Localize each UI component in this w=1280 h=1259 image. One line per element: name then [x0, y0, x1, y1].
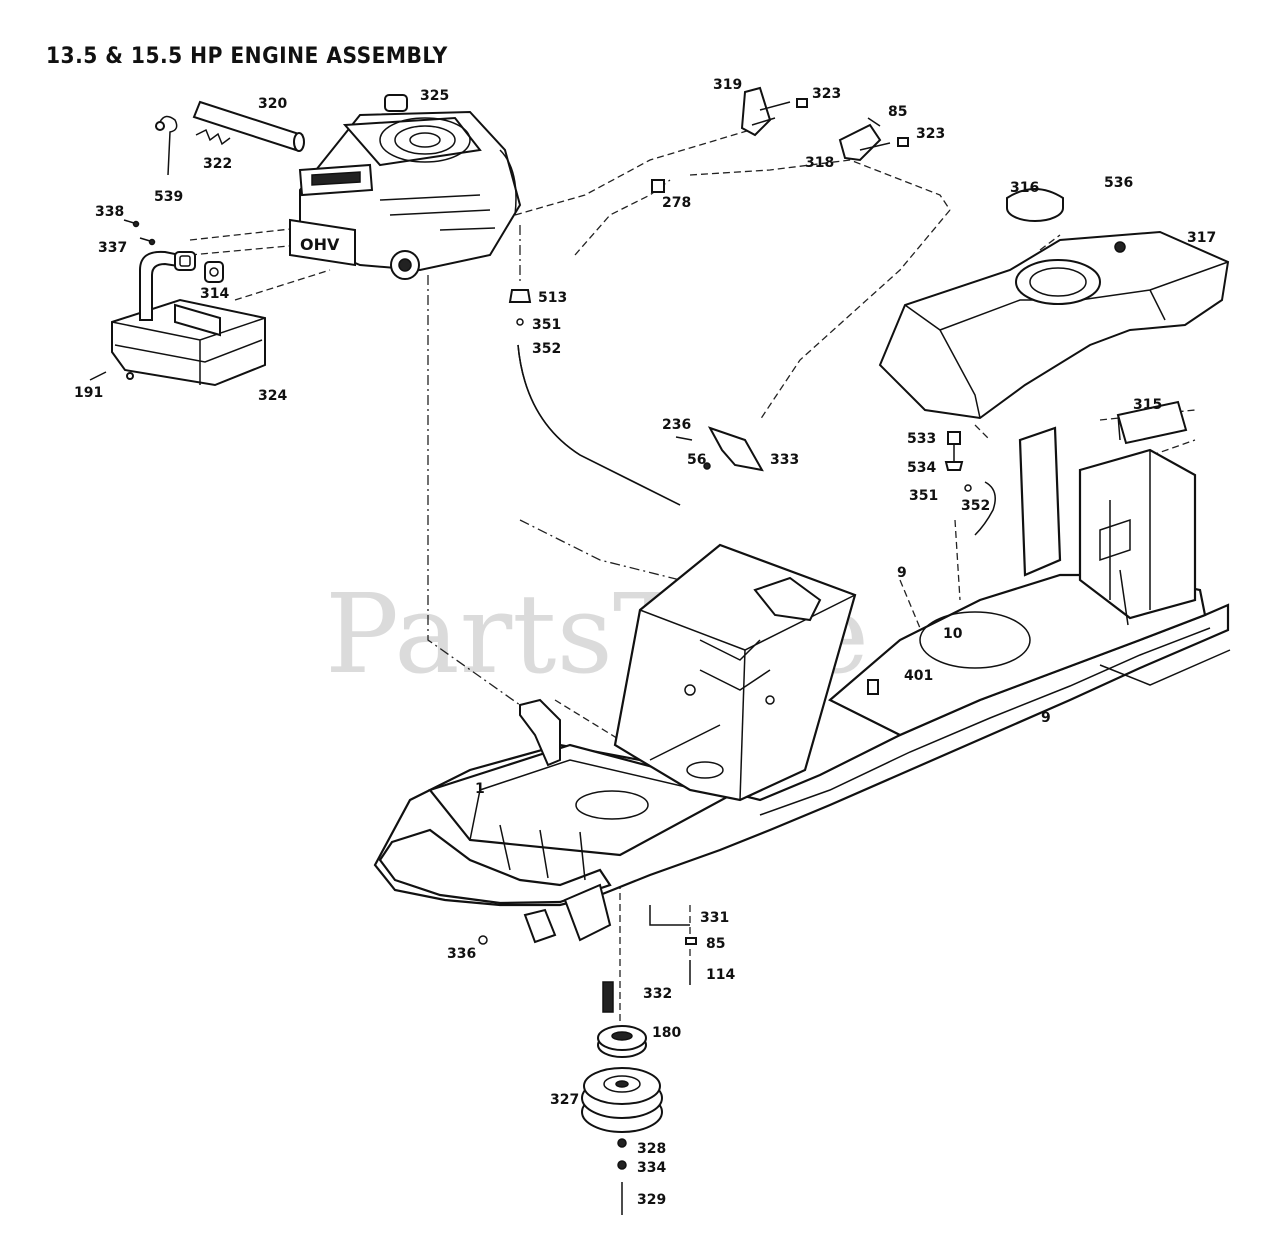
callout-323a: 323	[812, 86, 841, 102]
nut-323b	[897, 137, 909, 147]
callout-191: 191	[74, 385, 103, 401]
diagram-title: 13.5 & 15.5 HP ENGINE ASSEMBLY	[46, 44, 448, 69]
leader-lines	[189, 129, 1196, 1025]
bracket-319	[740, 86, 791, 137]
callout-352a: 352	[532, 341, 561, 357]
callout-328: 328	[637, 1141, 666, 1157]
callout-333: 333	[770, 452, 799, 468]
callout-85b: 85	[706, 936, 725, 952]
callout-336: 336	[447, 946, 476, 962]
filter-513	[508, 289, 532, 326]
muffler-324	[111, 250, 266, 387]
gasket-314	[174, 251, 224, 283]
washer-85b	[685, 937, 697, 945]
nut-56	[703, 462, 711, 470]
callout-331: 331	[700, 910, 729, 926]
pad-315	[1116, 400, 1188, 445]
callout-351a: 351	[532, 317, 561, 333]
pulley-180	[597, 1025, 647, 1058]
callout-533: 533	[907, 431, 936, 447]
callout-327: 327	[550, 1092, 579, 1108]
callout-318: 318	[805, 155, 834, 171]
bolt-85a	[867, 117, 881, 127]
fuel-tank-317	[878, 230, 1230, 420]
engine-ohv-label: OHV	[300, 235, 340, 254]
callout-513: 513	[538, 290, 567, 306]
clip-539	[155, 115, 178, 176]
callout-323b: 323	[916, 126, 945, 142]
screw-236	[675, 436, 693, 441]
callout-9b: 9	[1041, 710, 1051, 726]
engine-325: OHV	[289, 94, 522, 280]
callout-314: 314	[200, 286, 229, 302]
bolt-336	[478, 935, 488, 945]
spring-322	[195, 128, 231, 146]
callout-351b: 351	[909, 488, 938, 504]
bracket-331	[649, 905, 690, 926]
callout-316: 316	[1010, 180, 1039, 196]
callout-401: 401	[904, 668, 933, 684]
callout-322: 322	[203, 156, 232, 172]
washer-328	[617, 1138, 627, 1148]
nut-323a	[796, 98, 808, 108]
callout-1: 1	[475, 781, 485, 797]
callout-324: 324	[258, 388, 287, 404]
fuel-cap-316	[1006, 188, 1064, 222]
callout-536: 536	[1104, 175, 1133, 191]
callout-56: 56	[687, 452, 706, 468]
key-332	[602, 981, 614, 1013]
callout-329: 329	[637, 1192, 666, 1208]
callout-320: 320	[258, 96, 287, 112]
bolt-338-337	[123, 219, 156, 246]
tube-320	[192, 100, 305, 152]
callout-352b: 352	[961, 498, 990, 514]
callout-236: 236	[662, 417, 691, 433]
callout-337: 337	[98, 240, 127, 256]
callout-534: 534	[907, 460, 936, 476]
callout-278: 278	[662, 195, 691, 211]
callout-325: 325	[420, 88, 449, 104]
callout-114: 114	[706, 967, 735, 983]
clip-278	[651, 179, 665, 193]
screw-191	[89, 371, 107, 381]
frame-1	[373, 426, 1231, 944]
bracket-333	[707, 426, 764, 472]
callout-332: 332	[643, 986, 672, 1002]
callout-10: 10	[943, 626, 963, 642]
washer-334	[617, 1160, 627, 1170]
callout-9a: 9	[897, 565, 907, 581]
callout-334: 334	[637, 1160, 666, 1176]
callout-319: 319	[713, 77, 742, 93]
fuel-line-352a-inner	[517, 344, 681, 506]
bracket-318	[838, 123, 891, 162]
valve-533-534	[944, 431, 972, 492]
callout-85a: 85	[888, 104, 907, 120]
callout-317: 317	[1187, 230, 1216, 246]
callout-180: 180	[652, 1025, 681, 1041]
callout-338a: 338	[95, 204, 124, 220]
fuel-line-352b	[974, 481, 996, 536]
clutch-327	[581, 1067, 663, 1133]
callouts: 320 325 322 539 338 337 314 191 324 319 …	[74, 77, 1216, 1208]
callout-315: 315	[1133, 397, 1162, 413]
callout-539: 539	[154, 189, 183, 205]
fuel-line-352a	[517, 344, 681, 506]
